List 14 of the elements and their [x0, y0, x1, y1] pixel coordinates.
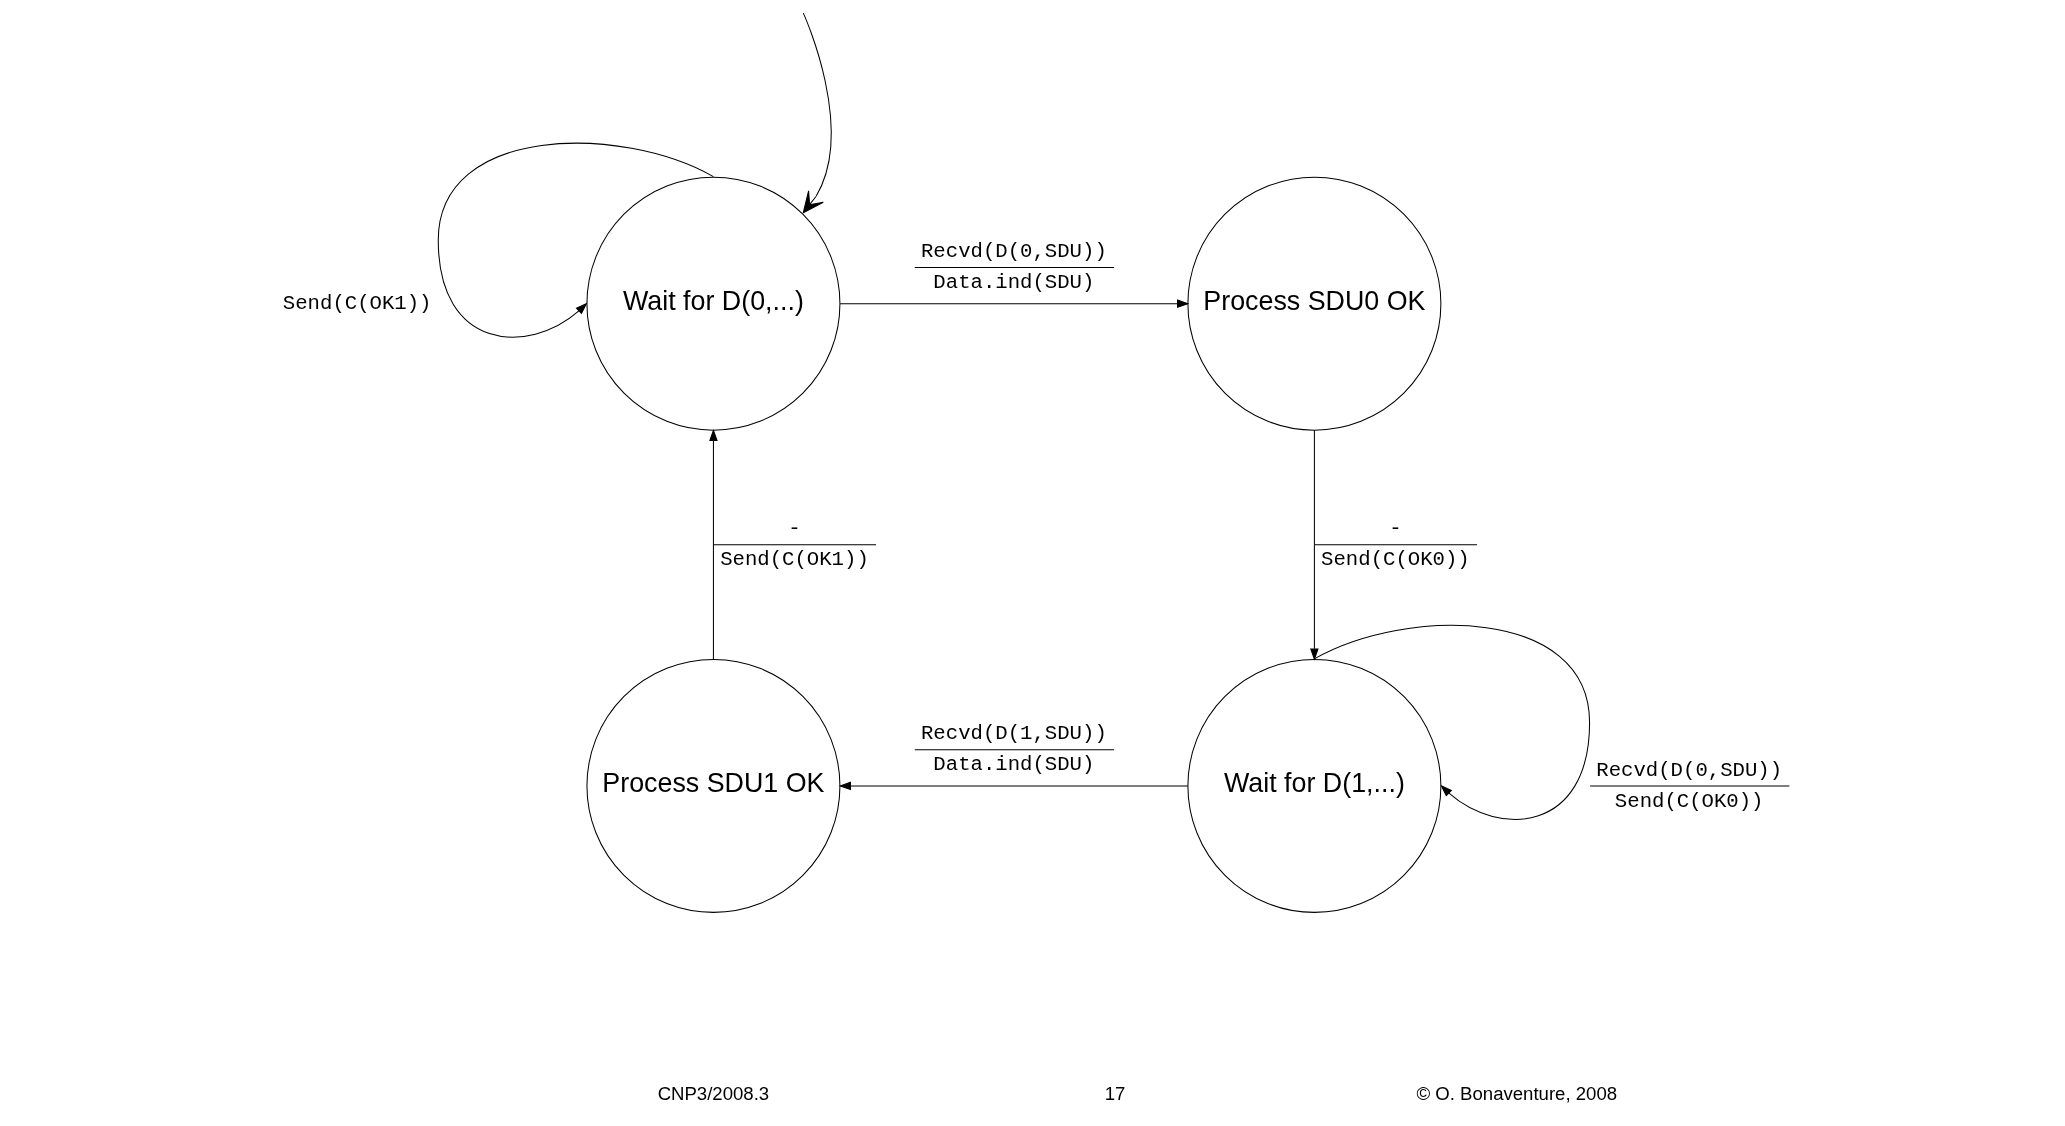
edge-label: Recvd(D(0,SDU))	[920, 240, 1107, 264]
label: 17	[1104, 1082, 1126, 1104]
edge-label: Send(C(OK1))	[720, 548, 869, 572]
edge-label: Send(C(OK0))	[1614, 789, 1764, 813]
label: © O. Bonaventure, 2008	[1416, 1082, 1618, 1104]
edge-label: Data.ind(SDU)	[933, 753, 1095, 777]
edge-label: Data.ind(SDU)	[933, 271, 1095, 295]
edge-label: Send(C(OK1))	[282, 291, 432, 315]
label: CNP3/2008.3	[657, 1082, 770, 1104]
edge-label: -	[788, 517, 801, 541]
edge-label: -	[1389, 517, 1402, 541]
edge-label: Recvd(D(0,SDU))	[1596, 758, 1783, 782]
edge-label: Send(C(OK0))	[1321, 548, 1470, 572]
edge-label: Recvd(D(1,SDU))	[920, 722, 1107, 746]
